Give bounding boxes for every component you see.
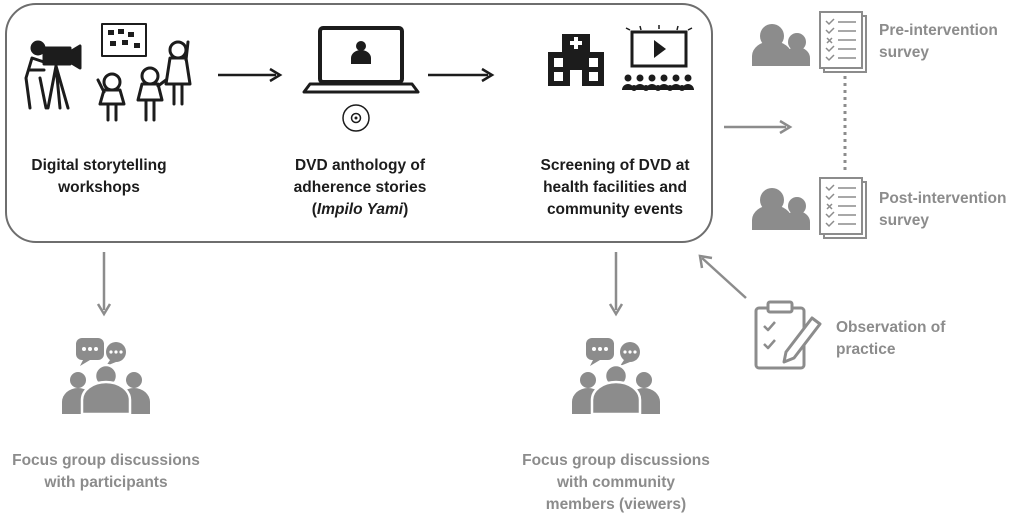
focus-group-2-line-1: Focus group discussions [522, 452, 710, 469]
step-2-title: Impilo Yami [316, 201, 404, 218]
process-box [5, 3, 713, 243]
focus-group-1-line-1: Focus group discussions [12, 452, 200, 469]
laptop-dvd-icon [302, 26, 420, 132]
arrow-step1-to-step2 [218, 67, 283, 83]
pre-survey-label: Pre-intervention survey [879, 20, 1024, 64]
post-survey-line-2: survey [879, 212, 929, 229]
step-2-paren-close: ) [403, 201, 409, 218]
step-2-line-2: adherence stories [293, 179, 427, 196]
focus-group-1-line-2: with participants [44, 474, 168, 491]
video-camera-crew-icon [24, 23, 192, 122]
step-3-line-3: community events [546, 201, 684, 218]
hospital-cinema-icon [548, 25, 694, 91]
step-2-paren-open: ( [311, 201, 317, 218]
focus-group-participants-icon [62, 338, 150, 416]
step-1-line-1: Digital storytelling [31, 157, 167, 174]
observation-label: Observation of practice [836, 317, 986, 361]
pre-survey-line-1: Pre-intervention [879, 22, 998, 39]
arrow-step2-to-step3 [428, 67, 495, 83]
post-survey-label: Post-intervention survey [879, 188, 1024, 232]
pre-survey-checklist-icon [819, 11, 867, 73]
pre-survey-people-icon [752, 24, 810, 66]
step-2-line-3: (Impilo Yami) [270, 199, 450, 221]
focus-group-2-label: Focus group discussions with community m… [508, 450, 724, 516]
pre-survey-line-2: survey [879, 44, 929, 61]
arrow-observation-to-box [698, 254, 747, 299]
post-survey-checklist-icon [819, 177, 867, 239]
observation-line-1: Observation of [836, 319, 946, 336]
step-3-line-2: health facilities and [543, 179, 687, 196]
step-3-line-1: Screening of DVD at [540, 157, 690, 174]
step-1-line-2: workshops [58, 179, 140, 196]
step-1-label: Digital storytelling workshops [14, 155, 184, 199]
arrow-workshops-to-focus-group [96, 252, 112, 317]
post-survey-line-1: Post-intervention [879, 190, 1007, 207]
arrow-box-to-surveys [724, 119, 793, 135]
step-2-line-1: DVD anthology of [294, 157, 426, 174]
clipboard-pen-icon [754, 300, 822, 370]
step-3-label: Screening of DVD at health facilities an… [525, 155, 705, 221]
observation-line-2: practice [836, 341, 896, 358]
step-2-label: DVD anthology of adherence stories (Impi… [270, 155, 450, 221]
focus-group-2-line-2: with community [557, 474, 675, 491]
focus-group-2-line-3: members (viewers) [545, 496, 687, 513]
post-survey-people-icon [752, 188, 810, 230]
focus-group-community-icon [572, 338, 660, 416]
focus-group-1-label: Focus group discussions with participant… [0, 450, 212, 494]
arrow-screening-to-focus-group [608, 252, 624, 317]
